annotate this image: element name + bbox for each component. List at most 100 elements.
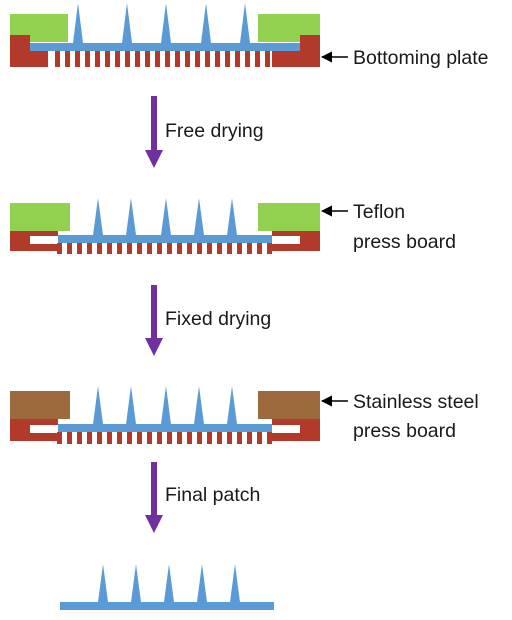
plate-slot [107, 432, 112, 444]
plate-slot [127, 432, 132, 444]
arrow-shaft [151, 96, 157, 152]
microneedle [98, 564, 108, 602]
plate-slot [195, 49, 200, 67]
plate-slot [227, 243, 232, 254]
plate-slot [137, 243, 142, 254]
plate-slot [205, 49, 210, 67]
microneedle [122, 3, 132, 43]
plate-slot [157, 243, 162, 254]
plate-slot [255, 49, 260, 67]
plate-slot [177, 243, 182, 254]
plate-slot [155, 49, 160, 67]
plate-slot [87, 432, 92, 444]
plate-slot [257, 432, 262, 444]
arrow-head [145, 515, 163, 533]
microneedle [126, 198, 136, 235]
plate-slot [97, 243, 102, 254]
microneedle [93, 198, 103, 235]
stage-3-steel-press [10, 386, 320, 444]
plate-slot [77, 432, 82, 444]
plate-slot [217, 243, 222, 254]
plate-slot [197, 432, 202, 444]
plate-slot [85, 49, 90, 67]
film-base [58, 235, 272, 243]
microneedle [230, 564, 240, 602]
plate-left-notch [30, 236, 58, 244]
plate-left-notch [30, 425, 58, 433]
arrow-shaft [151, 285, 157, 340]
plate-right-notch [272, 236, 300, 244]
plate-slot [167, 432, 172, 444]
plate-slot [257, 243, 262, 254]
plate-slot [147, 243, 152, 254]
microneedle [161, 3, 171, 43]
label-bottoming-plate: Bottoming plate [353, 47, 489, 69]
plate-slot [185, 49, 190, 67]
plate-slot [237, 243, 242, 254]
plate-slot [57, 432, 62, 444]
film-base [30, 43, 300, 51]
label-teflon-line1: Teflon [353, 201, 405, 223]
plate-slot [247, 243, 252, 254]
plate-slot [65, 49, 70, 67]
teflon-board-right [258, 203, 320, 231]
step-label-free-drying: Free drying [165, 120, 264, 142]
plate-slot [215, 49, 220, 67]
step-label-final-patch: Final patch [165, 484, 260, 506]
plate-slot [217, 432, 222, 444]
microneedle [161, 198, 171, 235]
plate-slot [57, 243, 62, 254]
plate-slot [125, 49, 130, 67]
plate-slot [267, 432, 272, 444]
plate-slot [267, 243, 272, 254]
plate-right-rim [300, 35, 320, 55]
step-label-fixed-drying: Fixed drying [165, 308, 271, 330]
plate-slot [187, 243, 192, 254]
plate-slot [87, 243, 92, 254]
steel-board-right [258, 391, 320, 419]
plate-slot [225, 49, 230, 67]
plate-slot [97, 432, 102, 444]
microneedle [131, 564, 141, 602]
plate-slot [187, 432, 192, 444]
stage-1-bottoming [10, 3, 320, 67]
arrow-head [145, 338, 163, 356]
plate-slot [207, 432, 212, 444]
label-steel-line2: press board [353, 420, 456, 442]
plate-slot [95, 49, 100, 67]
microneedle [164, 564, 174, 602]
arrow-shaft [151, 462, 157, 517]
plate-slot [247, 432, 252, 444]
steel-board-left [10, 391, 70, 419]
plate-slot [115, 49, 120, 67]
plate-slot [175, 49, 180, 67]
label-teflon-line2: press board [353, 231, 456, 253]
plate-right-notch [272, 425, 300, 433]
plate-slot [207, 243, 212, 254]
microneedle [73, 3, 83, 43]
plate-slot [227, 432, 232, 444]
plate-slot [67, 432, 72, 444]
plate-slot [157, 432, 162, 444]
plate-slot [177, 432, 182, 444]
microneedle [194, 198, 204, 235]
stage-4-final-patch [60, 564, 274, 610]
microneedle [194, 386, 204, 424]
microneedle [240, 3, 250, 43]
plate-slot [135, 49, 140, 67]
microneedle [93, 386, 103, 424]
plate-slot [117, 243, 122, 254]
plate-slot [117, 432, 122, 444]
plate-slot [197, 243, 202, 254]
plate-slot [77, 243, 82, 254]
plate-slot [165, 49, 170, 67]
microneedle [161, 386, 171, 424]
plate-slot [145, 49, 150, 67]
plate-slot [55, 49, 60, 67]
arrow-head [145, 150, 163, 168]
plate-slot [245, 49, 250, 67]
plate-slot [147, 432, 152, 444]
plate-slot [237, 432, 242, 444]
